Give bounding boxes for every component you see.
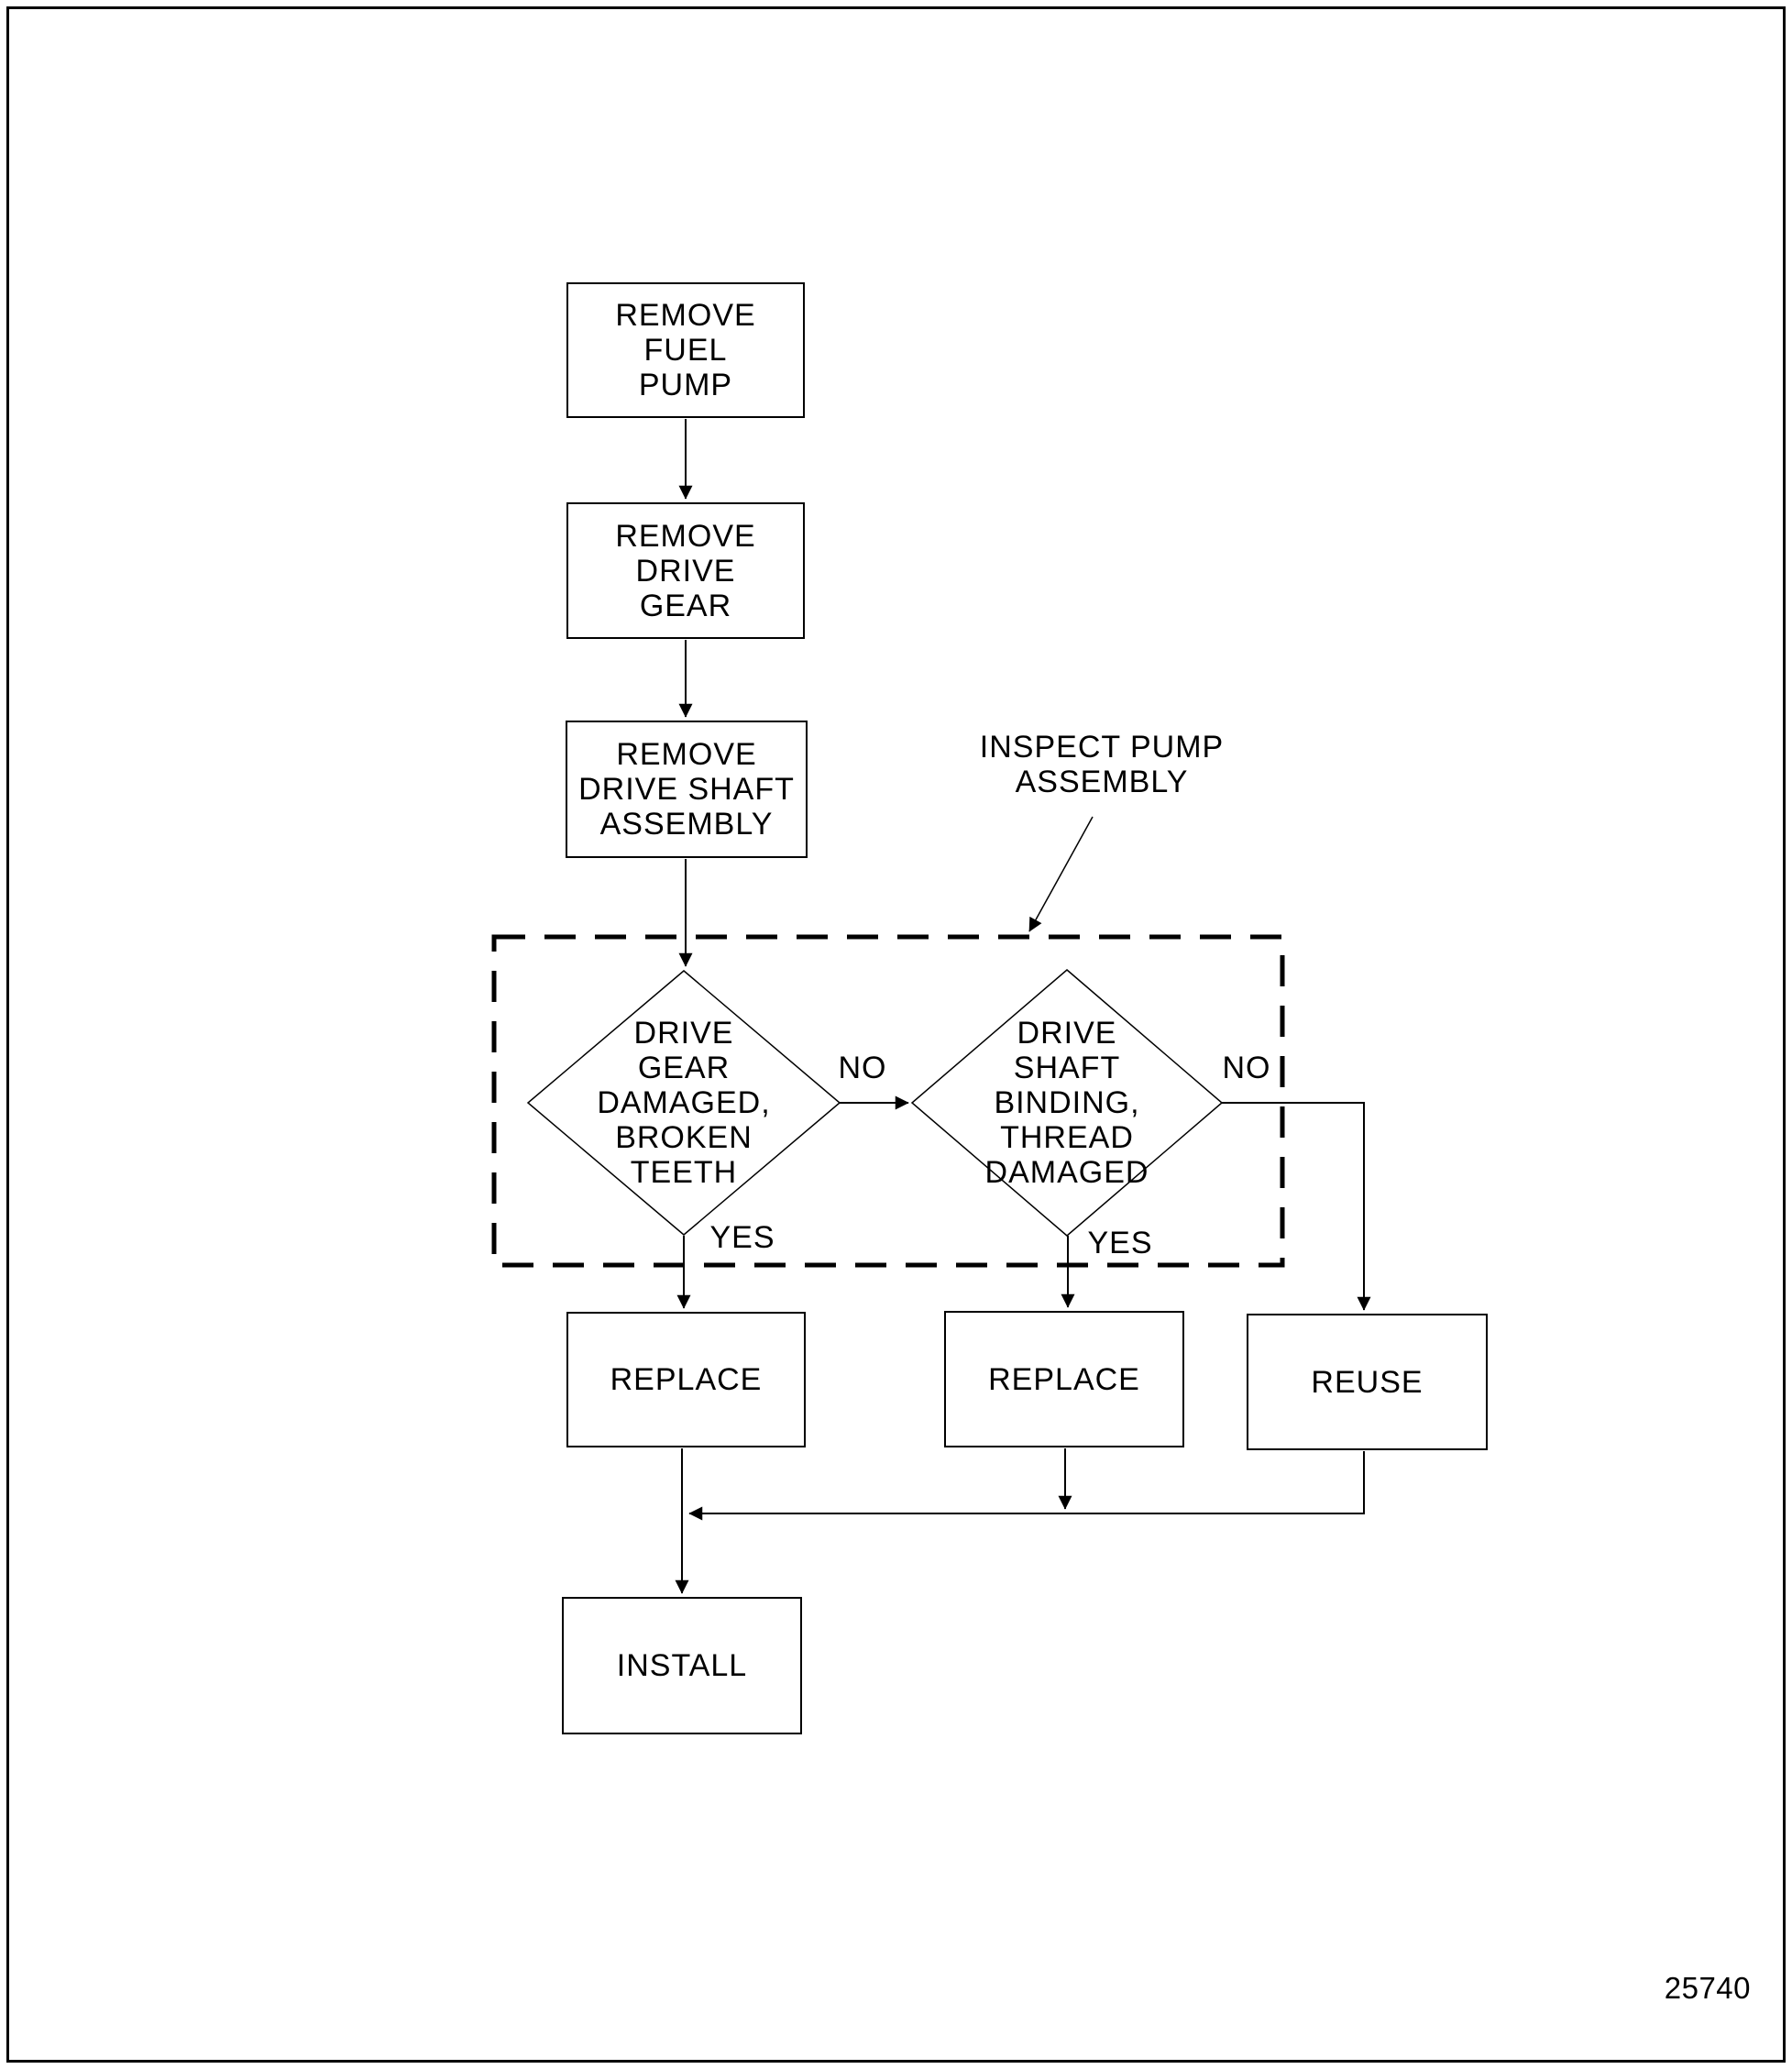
figure-number: 25740	[1664, 1971, 1751, 2005]
process-label-line: REUSE	[1311, 1364, 1424, 1400]
edge-label-no-gear: NO	[838, 1051, 887, 1085]
edge-label-no-shaft: NO	[1222, 1051, 1271, 1085]
edge-no-shaft-to-reuse	[1222, 1102, 1371, 1311]
decision-label-line: BINDING,	[994, 1085, 1140, 1120]
edge-label-yes-gear: YES	[709, 1220, 775, 1255]
edge-reuse-to-collector	[688, 1451, 1365, 1521]
process-label-line: REMOVE	[615, 518, 756, 554]
decision-label-line: DAMAGED,	[597, 1085, 771, 1120]
process-label-line: GEAR	[639, 588, 732, 623]
process-label-line: REMOVE	[616, 737, 757, 772]
decision-label-line: DRIVE	[633, 1016, 734, 1051]
decision-label-line: SHAFT	[1013, 1051, 1121, 1085]
annotation-line: INSPECT PUMP	[979, 730, 1225, 765]
decision-drive-shaft-label: DRIVE SHAFT BINDING, THREAD DAMAGED	[929, 1016, 1204, 1190]
inspect-assembly-dashed-boundary	[491, 934, 1285, 1268]
process-remove-fuel-pump: REMOVE FUEL PUMP	[566, 282, 805, 418]
decision-label-line: GEAR	[637, 1051, 731, 1085]
annotation-line: ASSEMBLY	[1015, 765, 1189, 799]
process-label-line: PUMP	[638, 368, 733, 402]
edge-label-yes-shaft: YES	[1087, 1226, 1153, 1260]
process-label-line: REPLACE	[610, 1362, 763, 1397]
decision-label-line: DAMAGED	[984, 1155, 1149, 1190]
decision-drive-gear-shape	[526, 970, 841, 1236]
process-label-line: REPLACE	[988, 1361, 1140, 1397]
process-label-line: DRIVE	[635, 553, 736, 589]
process-label-line: INSTALL	[616, 1648, 748, 1683]
process-label-line: DRIVE SHAFT	[578, 772, 795, 807]
process-replace-shaft: REPLACE	[944, 1311, 1184, 1447]
annotation-inspect-pump-assembly: INSPECT PUMP ASSEMBLY	[980, 730, 1224, 799]
decision-label-line: THREAD	[1000, 1120, 1134, 1155]
decision-label-line: TEETH	[630, 1155, 738, 1190]
process-label-line: ASSEMBLY	[599, 807, 774, 842]
process-remove-drive-shaft-assembly: REMOVE DRIVE SHAFT ASSEMBLY	[566, 721, 808, 858]
process-label-line: FUEL	[643, 333, 728, 368]
process-remove-drive-gear: REMOVE DRIVE GEAR	[566, 502, 805, 639]
decision-label-line: BROKEN	[615, 1120, 753, 1155]
process-label-line: REMOVE	[615, 298, 756, 333]
process-reuse: REUSE	[1247, 1314, 1488, 1450]
decision-label-line: DRIVE	[1017, 1016, 1117, 1051]
edge-inspect-annotation-pointer	[1028, 816, 1094, 932]
process-replace-gear: REPLACE	[566, 1312, 806, 1447]
decision-drive-gear-label: DRIVE GEAR DAMAGED, BROKEN TEETH	[546, 1016, 821, 1190]
process-install: INSTALL	[562, 1597, 802, 1734]
